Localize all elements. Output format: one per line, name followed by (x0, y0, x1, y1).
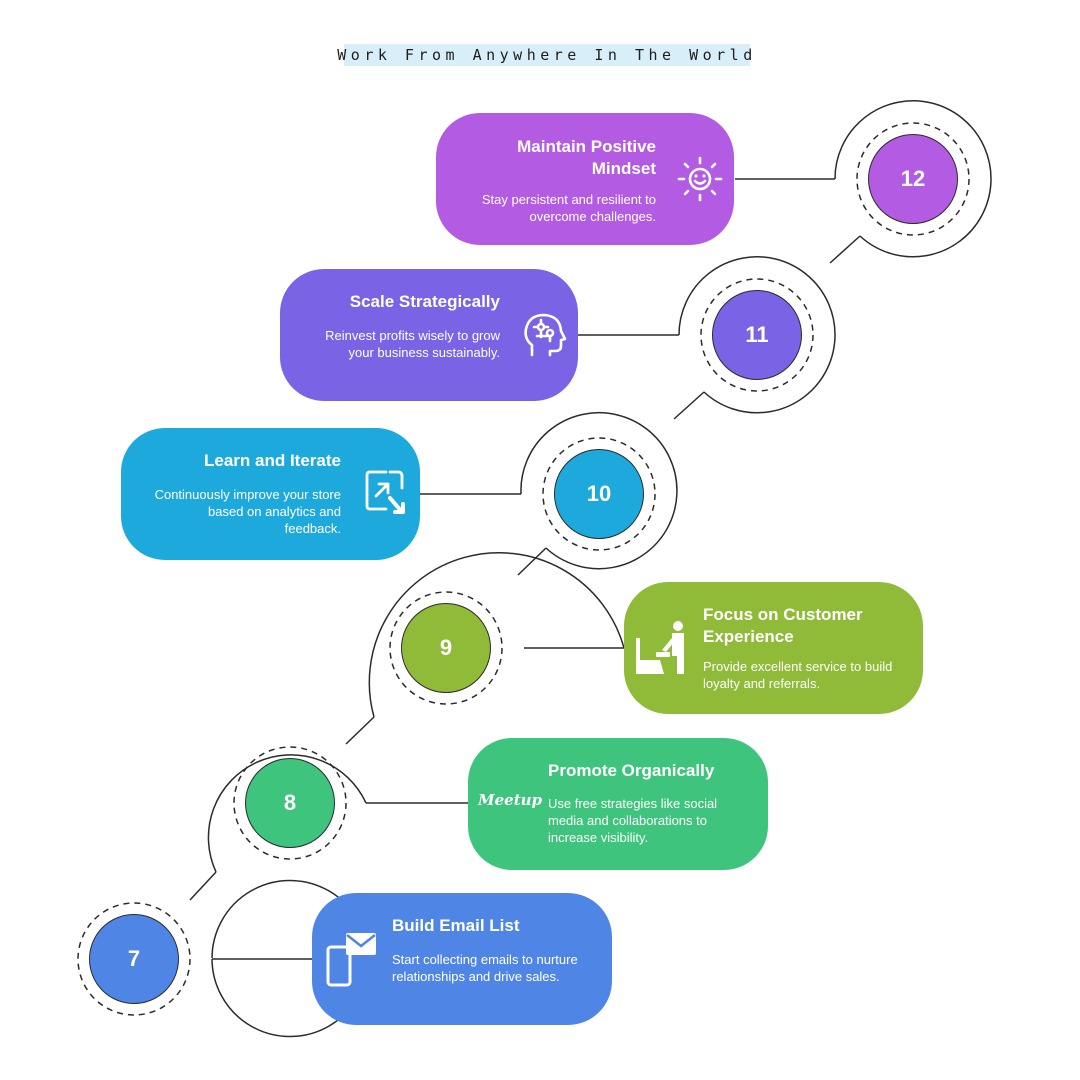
dashed-ring-11 (700, 278, 814, 392)
step-9-number: 9 (401, 603, 491, 693)
dashed-ring-7 (77, 902, 191, 1016)
step-10-title: Learn and Iterate (204, 451, 341, 470)
step-7-description: Start collecting emails to nurture relat… (392, 952, 578, 984)
step-10-description: Continuously improve your store based on… (154, 487, 341, 536)
head-brain-icon (524, 313, 567, 357)
step-9-description: Provide excellent service to build loyal… (703, 659, 893, 691)
dashed-ring-10 (542, 437, 656, 551)
step-11-title: Scale Strategically (349, 292, 500, 311)
email-mobile-icon (326, 933, 376, 987)
step-7-number: 7 (89, 914, 179, 1004)
outer-ring-8 (207, 754, 367, 873)
dashed-ring-9 (389, 591, 503, 705)
step-12-title: Maintain Positive Mindset (517, 137, 656, 178)
step-8-number: 8 (245, 758, 335, 848)
smiling-sun-icon (677, 156, 723, 202)
step-9-card: Focus on Customer Experience Provide exc… (624, 582, 923, 714)
meetup-logo-icon: Meetup (478, 791, 543, 809)
dashed-ring-8 (233, 746, 347, 860)
step-8-title: Promote Organically (548, 761, 715, 780)
step-8-description: Use free strategies like social media an… (548, 796, 718, 845)
page-title: Work From Anywhere In The World (337, 44, 757, 66)
dashed-ring-12 (856, 122, 970, 236)
step-12-card: Maintain Positive Mindset Stay persisten… (436, 113, 734, 245)
outer-ring-11 (678, 256, 836, 414)
step-11-number: 11 (712, 290, 802, 380)
customer-service-icon (636, 621, 684, 674)
expand-arrows-icon (365, 470, 405, 514)
outer-ring-10 (520, 411, 678, 570)
step-10-card: Learn and Iterate Continuously improve y… (121, 428, 420, 560)
step-9-title: Focus on Customer Experience (703, 605, 863, 646)
outer-ring-12 (834, 100, 992, 258)
step-8-card: Promote Organically Use free strategies … (468, 738, 768, 870)
step-11-card: Scale Strategically Reinvest profits wis… (280, 269, 578, 401)
step-7-title: Build Email List (392, 916, 520, 935)
step-12-number: 12 (868, 134, 958, 224)
step-7-card: Build Email List Start collecting emails… (312, 893, 612, 1025)
step-12-description: Stay persistent and resilient to overcom… (481, 192, 656, 224)
outer-ring-9 (368, 552, 625, 718)
step-11-description: Reinvest profits wisely to grow your bus… (325, 328, 500, 360)
step-10-number: 10 (554, 449, 644, 539)
